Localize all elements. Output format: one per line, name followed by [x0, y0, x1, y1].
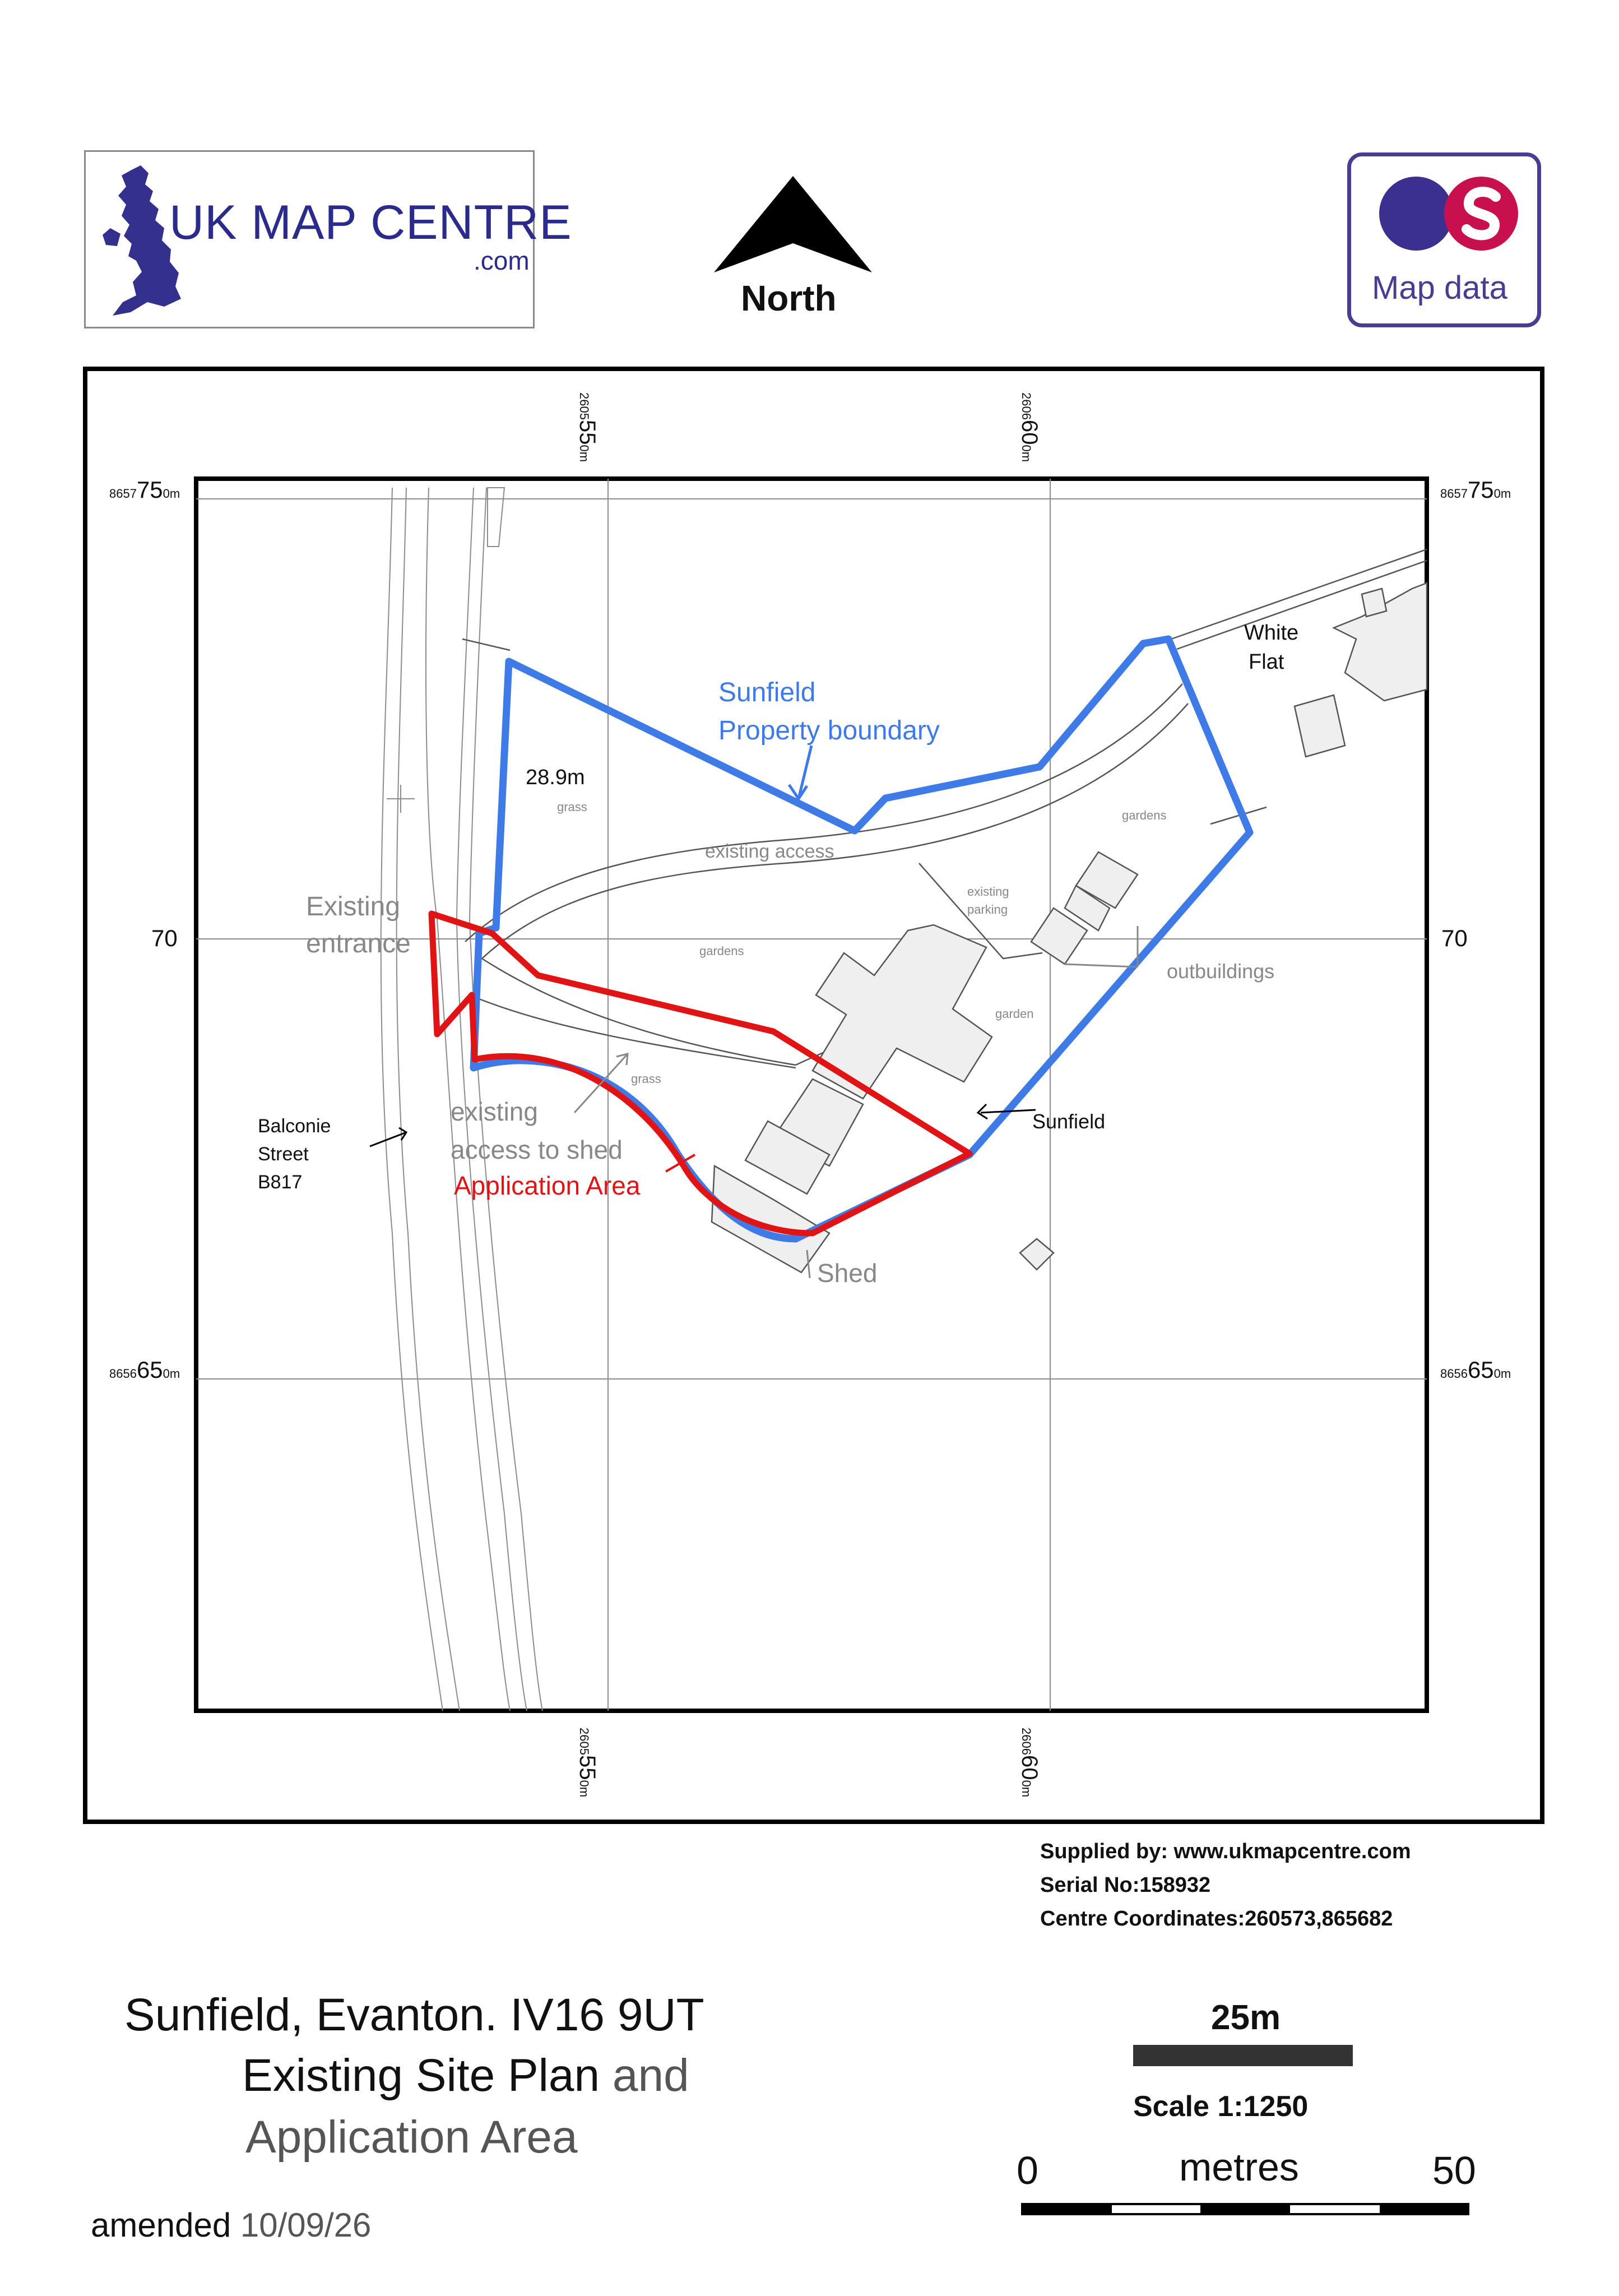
scale-ratio: Scale 1:1250 — [1133, 2090, 1309, 2123]
application-area-boundary — [428, 910, 973, 1237]
grid-lines — [196, 479, 1427, 1711]
northing-label-left-70: 70 — [151, 925, 178, 951]
existing-entrance-label-2: entrance — [306, 929, 411, 959]
grey-leaders — [573, 926, 1139, 1279]
scale-max: 50 — [1432, 2149, 1476, 2192]
scale-bar-25m — [1133, 2045, 1353, 2066]
serial-number: Serial No:158932 — [1040, 1873, 1211, 1897]
access-to-shed-label-1: existing — [451, 1097, 538, 1126]
grass-label-1: grass — [557, 800, 587, 814]
northing-label-left-65: 8656650m — [109, 1357, 180, 1383]
access-to-shed-label-2: access to shed — [451, 1135, 623, 1164]
shed-label: Shed — [817, 1258, 878, 1288]
map-inner-border — [194, 476, 1429, 1713]
road-lines — [380, 487, 543, 1711]
northing-label-right-75: 8657750m — [1440, 476, 1511, 503]
northing-label-right-65: 8656650m — [1440, 1357, 1511, 1383]
distance-label: 28.9m — [526, 766, 585, 789]
garden-label: garden — [995, 1007, 1034, 1021]
north-arrow-icon — [714, 176, 872, 272]
property-boundary-label-1: Sunfield — [718, 678, 816, 707]
uk-map-icon — [103, 165, 181, 316]
easting-label-bottom-55: 2605550m — [575, 1728, 600, 1798]
balconie-street-label-3: B817 — [258, 1172, 303, 1193]
uk-map-centre-logo — [84, 150, 535, 328]
balconie-leader — [369, 1131, 407, 1147]
easting-label-top-60: 2606600m — [1017, 392, 1042, 462]
outbuildings-label: outbuildings — [1167, 960, 1275, 983]
gardens-label-2: gardens — [699, 944, 744, 958]
existing-entrance-label-1: Existing — [306, 892, 401, 922]
amended-date: 10/09/26 — [240, 2206, 372, 2244]
buildings — [711, 582, 1428, 1274]
sunfield-label: Sunfield — [1032, 1110, 1106, 1133]
scale-zero: 0 — [1017, 2149, 1038, 2192]
plan-title: Existing Site Plan and — [242, 2049, 689, 2102]
scale-bar-label: 25m — [1211, 1998, 1281, 2037]
logo-title: UK MAP CENTRE — [169, 196, 572, 249]
white-flat-label-2: Flat — [1249, 650, 1284, 674]
easting-label-top-55: 2605550m — [575, 392, 600, 462]
leader-arrows — [369, 1103, 1036, 1147]
supplied-by: Supplied by: www.ukmapcentre.com — [1040, 1840, 1411, 1863]
gardens-label-1: gardens — [1122, 808, 1167, 822]
white-flat-label-1: White — [1244, 621, 1299, 645]
application-area-title: Application Area — [245, 2112, 578, 2163]
os-logo-icon — [1379, 177, 1518, 251]
property-boundary-label-2: Property boundary — [718, 716, 940, 746]
site-title: Sunfield, Evanton. IV16 9UT — [124, 1989, 704, 2040]
logo-subtitle: .com — [474, 246, 530, 275]
amended-note: amended 10/09/26 — [91, 2206, 371, 2244]
sunfield-leader — [980, 1109, 1036, 1114]
northing-label-right-70: 70 — [1441, 925, 1468, 951]
balconie-street-label-1: Balconie — [258, 1115, 331, 1137]
grass-label-2: grass — [631, 1072, 661, 1086]
map-frame — [83, 367, 1544, 1824]
northing-label-left-75: 8657750m — [109, 476, 180, 503]
easting-label-bottom-60: 2606600m — [1017, 1728, 1042, 1798]
plan-title-main: Existing Site Plan — [242, 2050, 600, 2101]
track-lines — [462, 548, 1427, 1069]
existing-parking-label-2: parking — [967, 902, 1008, 916]
application-area-label: Application Area — [454, 1171, 641, 1200]
amended-label: amended — [91, 2206, 231, 2244]
balconie-street-label-2: Street — [258, 1144, 309, 1165]
boundary-label-leader — [787, 745, 813, 802]
scale-unit: metres — [1179, 2145, 1299, 2189]
north-label: North — [741, 278, 837, 318]
os-logo-text: Map data — [1372, 270, 1507, 306]
existing-parking-label-1: existing — [967, 885, 1009, 899]
application-leader — [665, 1154, 695, 1173]
existing-access-label: existing access — [705, 841, 834, 862]
os-map-data-logo — [1347, 152, 1541, 327]
centre-coordinates: Centre Coordinates:260573,865682 — [1040, 1907, 1393, 1931]
plan-title-and: and — [612, 2050, 689, 2101]
scale-bar-metres — [1021, 2203, 1469, 2215]
